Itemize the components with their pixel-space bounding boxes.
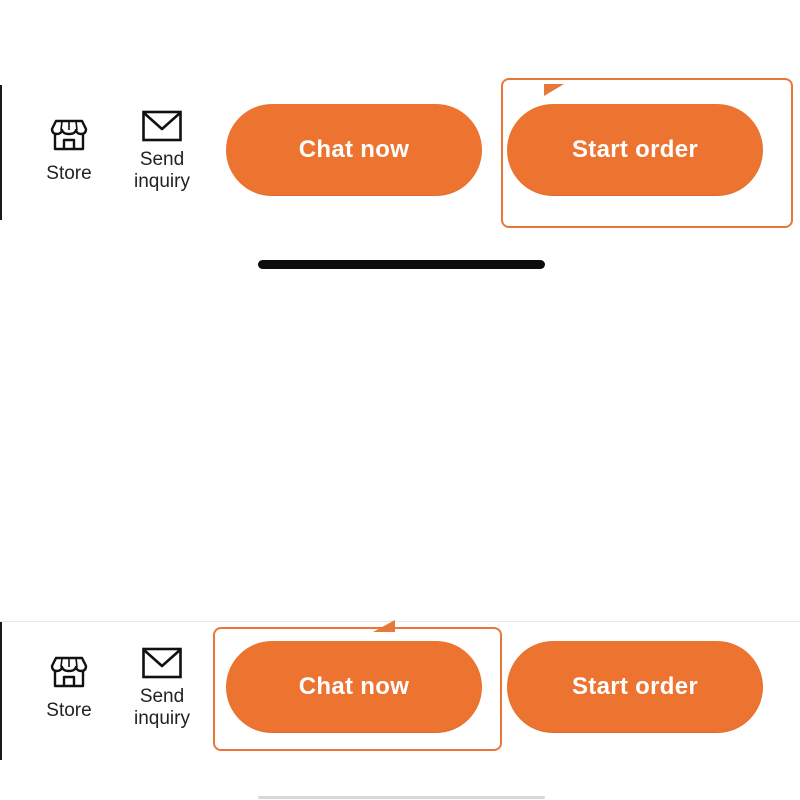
left-edge-divider <box>0 85 2 220</box>
action-bar-top: Store Send inquiry Chat now Start order <box>0 85 800 220</box>
send-inquiry-label-line1: Send <box>139 686 185 707</box>
send-inquiry-label: Send inquiry <box>120 149 204 193</box>
store-label: Store <box>46 163 92 184</box>
start-order-button[interactable]: Start order <box>507 641 763 733</box>
send-inquiry-label-line2: inquiry <box>134 171 190 192</box>
store-icon <box>28 115 110 155</box>
store-nav-item[interactable]: Store <box>28 115 110 185</box>
action-bar-bottom: Store Send inquiry Chat now Start order <box>0 621 800 760</box>
store-label: Store <box>46 700 92 721</box>
send-inquiry-nav-item[interactable]: Send inquiry <box>120 109 204 193</box>
send-inquiry-nav-item[interactable]: Send inquiry <box>120 646 204 730</box>
chat-now-button[interactable]: Chat now <box>226 641 482 733</box>
start-order-button[interactable]: Start order <box>507 104 763 196</box>
highlight-box-start-order <box>501 78 793 228</box>
home-indicator-partial <box>258 796 545 799</box>
mail-icon <box>120 646 204 680</box>
highlight-pointer-bottom <box>373 620 395 632</box>
send-inquiry-label-line1: Send <box>139 149 185 170</box>
home-indicator[interactable] <box>258 260 545 269</box>
send-inquiry-label: Send inquiry <box>120 686 204 730</box>
mail-icon <box>120 109 204 143</box>
highlight-pointer-top <box>544 84 564 96</box>
send-inquiry-label-line2: inquiry <box>134 708 190 729</box>
highlight-box-chat-now <box>213 627 502 751</box>
store-nav-item[interactable]: Store <box>28 652 110 722</box>
chat-now-button[interactable]: Chat now <box>226 104 482 196</box>
left-edge-divider <box>0 622 2 760</box>
store-icon <box>28 652 110 692</box>
